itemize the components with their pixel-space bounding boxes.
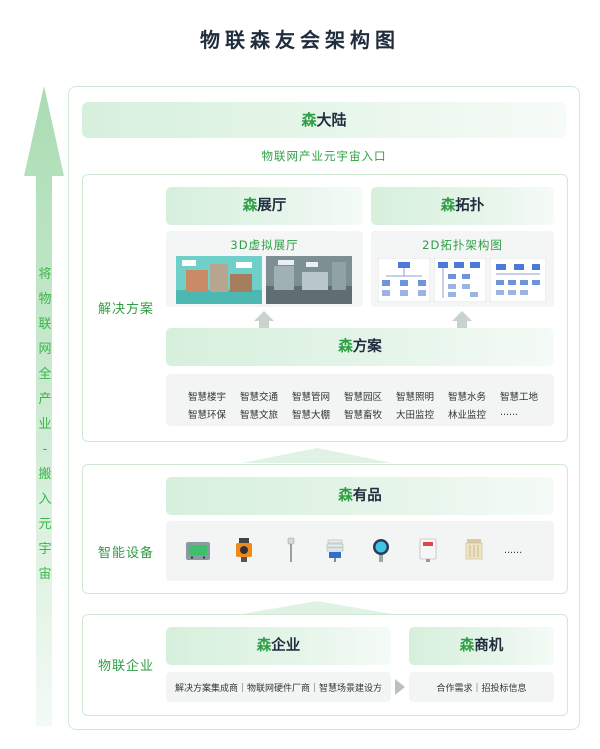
plan-item[interactable]: 智慧园区	[344, 392, 383, 403]
side-arrow-char: 业	[38, 417, 52, 432]
solutions-label: 解决方案	[98, 302, 155, 317]
plan-sen: 森	[338, 339, 353, 355]
side-arrow-char: 物	[38, 292, 52, 307]
business-title: 商机	[474, 638, 504, 654]
products-header[interactable]: 森有品	[166, 477, 554, 515]
company-sen: 森	[256, 638, 272, 654]
virtual-hall-image-1[interactable]	[176, 256, 262, 304]
pole-sensor-icon[interactable]	[278, 537, 304, 563]
business-header[interactable]: 森商机	[409, 627, 554, 665]
topology-sen: 森	[440, 198, 456, 214]
topology-image-2[interactable]	[434, 258, 486, 302]
big-up-arrow	[24, 86, 64, 726]
side-arrow-char: 网	[38, 342, 52, 357]
devices-label: 智能设备	[98, 546, 155, 561]
topology-subtitle: 2D拓扑架构图	[422, 238, 503, 252]
topology-image-3[interactable]	[490, 258, 546, 302]
company-header[interactable]: 森企业	[166, 627, 391, 665]
side-arrow-char: 将	[38, 267, 52, 282]
hall-sen: 森	[242, 198, 258, 214]
side-arrow-char: 宙	[38, 567, 52, 582]
plan-item[interactable]: ......	[500, 407, 519, 418]
side-arrow-char: 产	[38, 392, 52, 407]
louver-sensor-icon[interactable]	[322, 537, 348, 563]
continent-subtitle: 物联网产业元宇宙入口	[261, 149, 387, 163]
plan-title: 方案	[352, 339, 382, 355]
plan-item[interactable]: 智慧大棚	[292, 410, 331, 421]
virtual-hall-image-2[interactable]	[266, 256, 352, 304]
wall-sensor-icon[interactable]	[415, 537, 441, 563]
side-arrow-char: 全	[38, 367, 52, 382]
plan-item[interactable]: 智慧工地	[500, 392, 539, 403]
enterprises-label: 物联企业	[98, 659, 155, 674]
hall-title: 展厅	[257, 198, 287, 214]
plan-item[interactable]: 智慧照明	[396, 392, 435, 403]
hall-subtitle: 3D虚拟展厅	[230, 238, 299, 252]
plan-item[interactable]: 智慧文旅	[240, 410, 279, 421]
up-arrow-topology	[452, 311, 472, 328]
plan-item[interactable]: 智慧管网	[292, 392, 331, 403]
page-title: 物联森友会架构图	[200, 28, 400, 52]
transition-band-2	[242, 601, 392, 614]
company-title: 企业	[271, 638, 301, 654]
plan-item[interactable]: 智慧畜牧	[344, 410, 383, 421]
business-desc: 合作需求｜招投标信息	[436, 684, 527, 694]
side-arrow-char: 宇	[38, 542, 52, 557]
devices-more: ......	[504, 545, 523, 556]
pressure-gauge-icon[interactable]	[368, 537, 394, 563]
continent-title: 大陆	[316, 111, 347, 129]
plan-item[interactable]: 智慧环保	[188, 410, 227, 421]
business-desc-box	[409, 672, 554, 702]
products-sen: 森	[338, 488, 353, 504]
continent-sen: 森	[301, 111, 317, 129]
plan-header[interactable]: 森方案	[166, 328, 554, 366]
plan-item[interactable]: 智慧楼宇	[188, 392, 227, 403]
side-arrow-char: 搬	[38, 467, 52, 482]
company-desc-box	[166, 672, 391, 702]
topology-title: 拓扑	[455, 198, 485, 214]
up-arrow-hall	[254, 311, 274, 328]
plan-items-box	[166, 374, 554, 426]
side-arrow-char: 联	[38, 317, 52, 332]
plan-item[interactable]: 林业监控	[448, 410, 487, 421]
side-arrow-char: -	[42, 442, 48, 457]
side-arrow-char: 入	[38, 492, 52, 507]
transition-band-1	[242, 448, 392, 463]
plan-item[interactable]: 大田监控	[396, 410, 435, 421]
business-sen: 森	[459, 638, 475, 654]
side-arrow-char: 元	[38, 517, 52, 532]
controller-box-icon[interactable]	[185, 538, 211, 564]
topology-header[interactable]: 森拓扑	[371, 187, 554, 225]
plan-item[interactable]: 智慧水务	[448, 392, 487, 403]
plan-item[interactable]: 智慧交通	[240, 392, 279, 403]
products-title: 有品	[352, 488, 382, 504]
devices-box	[166, 521, 554, 581]
continent-band: 森大陆	[82, 102, 566, 138]
right-arrow-icon	[395, 679, 405, 695]
company-desc: 解决方案集成商｜物联网硬件厂商｜智慧场景建设方	[174, 684, 382, 694]
filter-canister-icon[interactable]	[461, 537, 487, 563]
topology-image-1[interactable]	[378, 258, 430, 302]
side-arrow-text: 将物联网全产业 - 搬入元宇宙	[36, 262, 54, 587]
hall-header[interactable]: 森展厅	[166, 187, 363, 225]
gas-detector-icon[interactable]	[231, 537, 257, 563]
